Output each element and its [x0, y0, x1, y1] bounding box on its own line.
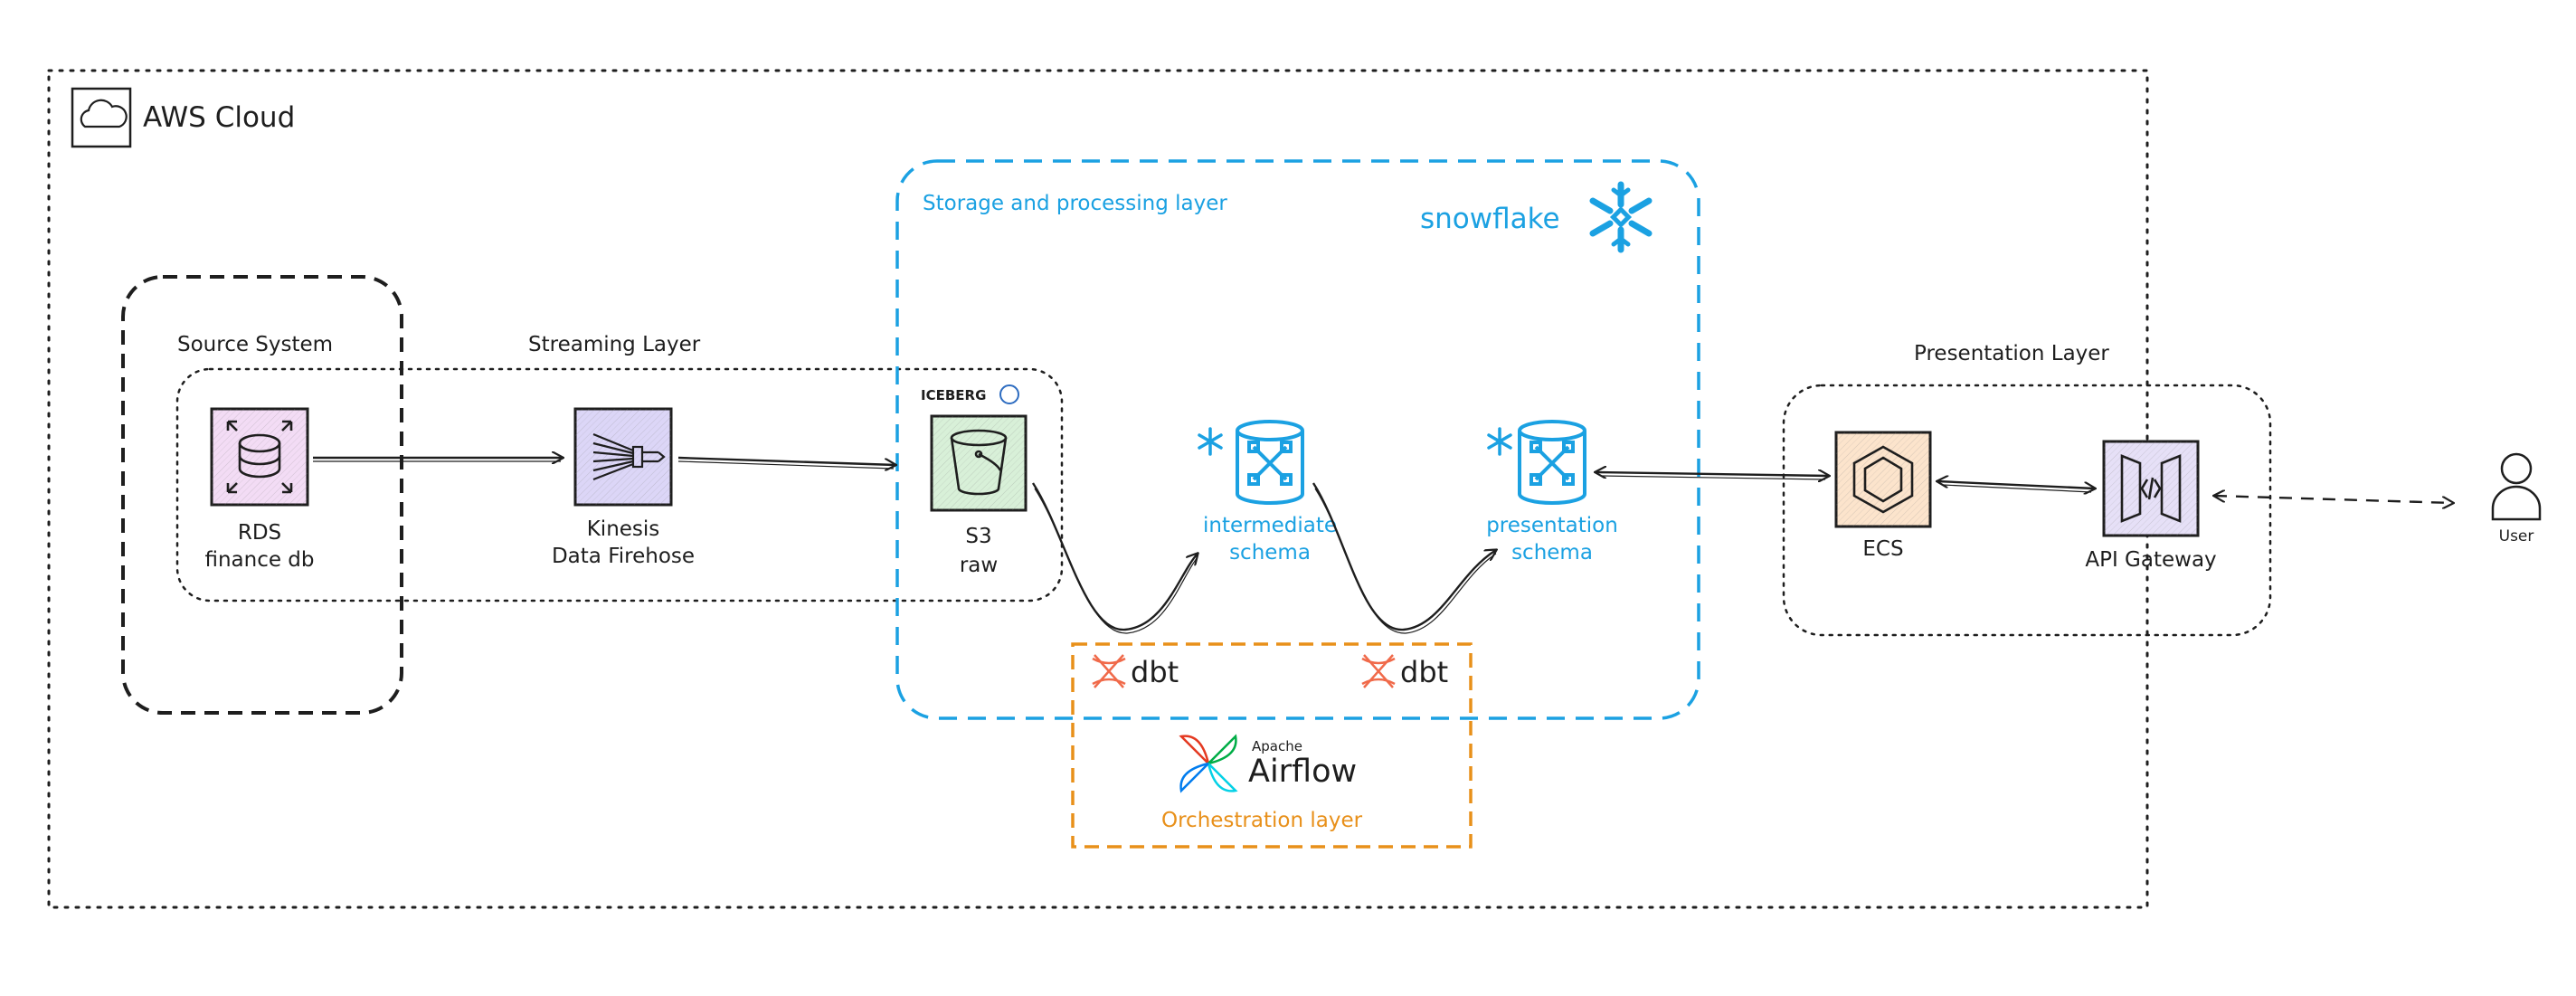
orchestration-layer-label: Orchestration layer: [1161, 809, 1363, 832]
kinesis-label-line1: Kinesis: [587, 517, 660, 541]
api-gateway-icon: [2120, 454, 2182, 523]
presentation-schema-label-line1: presentation: [1486, 514, 1618, 537]
airflow-logo: Apache Airflow: [1179, 734, 1357, 793]
s3-label-line1: S3: [965, 525, 991, 548]
dbt-node-2: dbt: [1361, 654, 1448, 689]
rds-label-line1: RDS: [238, 521, 281, 545]
streaming-layer-boundary: [175, 367, 1064, 602]
arrow-api-user-dashed: [2214, 496, 2453, 503]
storage-layer-boundary: [895, 159, 1700, 720]
user-node[interactable]: User: [2491, 452, 2542, 545]
aws-cloud-header: AWS Cloud: [71, 87, 295, 148]
dbt-node-1: dbt: [1092, 654, 1179, 689]
aws-cloud-label: AWS Cloud: [143, 101, 295, 134]
small-snowflake-icon: [1198, 427, 1223, 456]
iceberg-logo-icon: [999, 384, 1019, 404]
small-snowflake-icon: [1487, 427, 1512, 456]
dbt-label-2: dbt: [1400, 655, 1448, 689]
firehose-icon: [592, 432, 666, 481]
cloud-icon: [80, 99, 128, 128]
arrow-presentation-ecs-bidirectional: [1596, 472, 1829, 476]
arrow-kinesis-to-s3: [677, 456, 895, 465]
orchestration-layer-boundary: [1071, 642, 1473, 849]
kinesis-label-line2: Data Firehose: [552, 545, 695, 568]
intermediate-schema-node[interactable]: intermediate schema: [1198, 420, 1337, 564]
storage-layer-label: Storage and processing layer: [923, 192, 1227, 215]
presentation-layer-boundary: [1782, 384, 2272, 637]
intermediate-label-line1: intermediate: [1203, 514, 1337, 537]
streaming-layer-label: Streaming Layer: [528, 333, 701, 356]
schema-database-icon: [1236, 420, 1304, 505]
s3-node[interactable]: ICEBERG S3 raw: [921, 384, 1028, 577]
airflow-title-text: Airflow: [1248, 754, 1357, 790]
cloud-icon-frame: [71, 87, 132, 148]
user-icon: [2491, 452, 2542, 521]
schema-database-icon: [1518, 420, 1586, 505]
rds-node[interactable]: RDS finance db: [204, 407, 315, 572]
airflow-pinwheel-icon: [1179, 734, 1238, 793]
arrow-intermediate-to-presentation: [1312, 482, 1496, 631]
presentation-schema-label-line2: schema: [1511, 541, 1593, 564]
ecs-label: ECS: [1862, 537, 1903, 561]
bucket-icon: [950, 429, 1008, 496]
database-icon: [226, 420, 293, 494]
ecs-icon: [1852, 445, 1914, 514]
airflow-apache-text: Apache: [1252, 738, 1302, 754]
arrow-ecs-api-bidirectional: [1937, 481, 2095, 489]
snowflake-brand-text: snowflake: [1420, 203, 1560, 235]
kinesis-node[interactable]: Kinesis Data Firehose: [552, 407, 695, 568]
source-system-label: Source System: [177, 333, 333, 356]
arrow-s3-to-intermediate: [1031, 482, 1198, 631]
dbt-label-1: dbt: [1131, 655, 1179, 689]
api-gateway-node[interactable]: API Gateway: [2085, 440, 2217, 572]
presentation-schema-node[interactable]: presentation schema: [1486, 420, 1618, 564]
dbt-logo-icon: [1361, 654, 1396, 688]
intermediate-label-line2: schema: [1229, 541, 1311, 564]
api-gateway-label: API Gateway: [2085, 548, 2216, 572]
iceberg-badge: ICEBERG: [921, 387, 986, 403]
source-system-boundary: [121, 275, 403, 715]
ecs-node[interactable]: ECS: [1834, 431, 1932, 561]
s3-label-line2: raw: [960, 554, 998, 577]
user-label: User: [2499, 527, 2534, 545]
snowflake-logo-icon: [1589, 181, 1653, 253]
dbt-logo-icon: [1092, 654, 1126, 688]
presentation-layer-label: Presentation Layer: [1914, 342, 2109, 365]
rds-label-line2: finance db: [204, 548, 314, 572]
